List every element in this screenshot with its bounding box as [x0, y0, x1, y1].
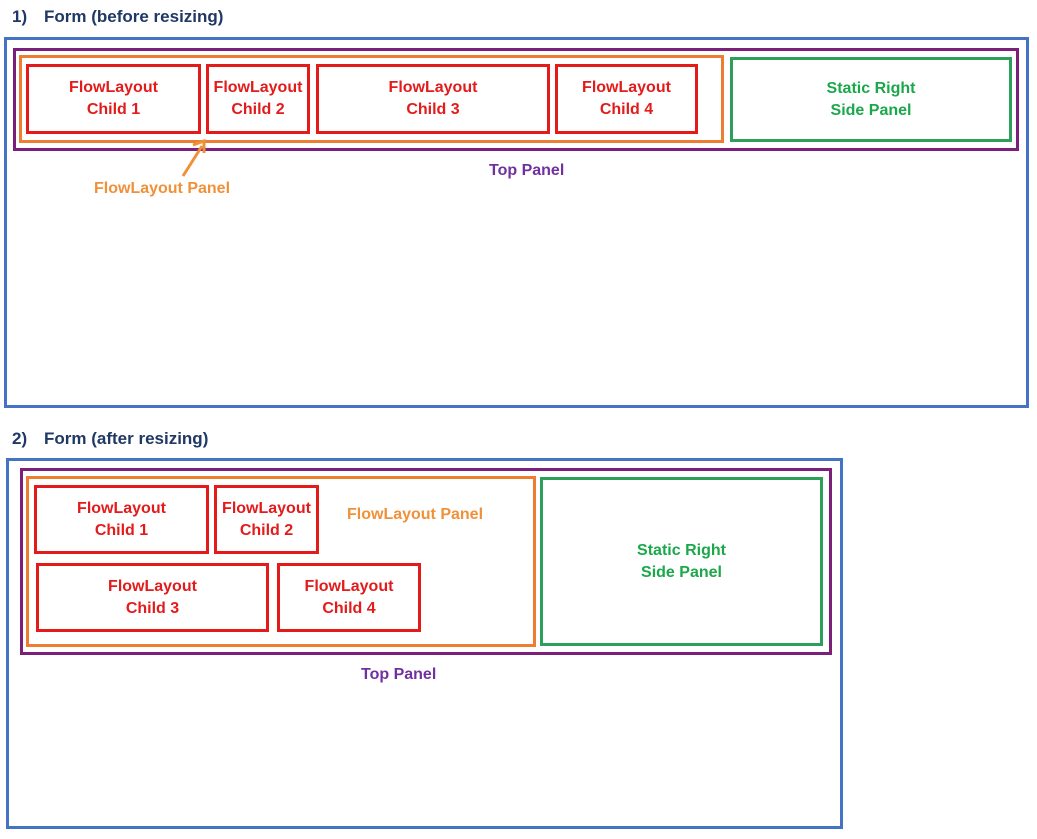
section-1-heading: 1) Form (before resizing)	[12, 7, 223, 27]
static-panel-line1: Static Right	[826, 79, 916, 97]
child-4-line2: Child 4	[599, 101, 654, 118]
child-2-line2: Child 2	[231, 101, 285, 118]
flowlayout-panel-label-before: FlowLayout Panel	[94, 180, 231, 197]
section-1-number: 1)	[12, 7, 28, 26]
child-1-line1: FlowLayout	[69, 79, 158, 96]
form-after	[6, 458, 843, 829]
section-1-title: Form (before resizing)	[44, 7, 224, 26]
section-2-heading: 2) Form (after resizing)	[12, 429, 208, 449]
child-2-line2: Child 2	[239, 521, 294, 539]
top-panel-after	[20, 468, 832, 655]
child-3-line2: Child 3	[125, 599, 180, 617]
static-panel-line2: Side Panel	[830, 101, 912, 119]
child-1-line1: FlowLayout	[77, 499, 166, 517]
child-3-line1: FlowLayout	[108, 577, 197, 595]
top-panel-before	[13, 48, 1019, 151]
static-panel-line2: Side Panel	[641, 563, 722, 581]
child-2-line1: FlowLayout	[222, 499, 311, 517]
form-before	[4, 37, 1029, 408]
child-1-line2: Child 1	[94, 521, 149, 539]
flowlayout-panel-label-after: FlowLayout Panel	[347, 506, 484, 523]
child-2-line1: FlowLayout	[213, 79, 303, 96]
child-4-line2: Child 4	[322, 599, 376, 617]
flowlayout-panel-before	[19, 55, 724, 143]
child-3-line1: FlowLayout	[388, 79, 478, 96]
top-panel-label-after: Top Panel	[361, 666, 437, 683]
top-panel-label-before: Top Panel	[489, 162, 565, 179]
child-4-line1: FlowLayout	[304, 577, 394, 595]
child-1-line2: Child 1	[86, 101, 141, 118]
child-4-line1: FlowLayout	[582, 79, 671, 96]
section-2-title: Form (after resizing)	[44, 429, 209, 448]
section-2-number: 2)	[12, 429, 28, 448]
static-panel-line1: Static Right	[637, 541, 726, 559]
flowlayout-panel-after	[26, 476, 536, 647]
child-3-line2: Child 3	[406, 101, 460, 118]
